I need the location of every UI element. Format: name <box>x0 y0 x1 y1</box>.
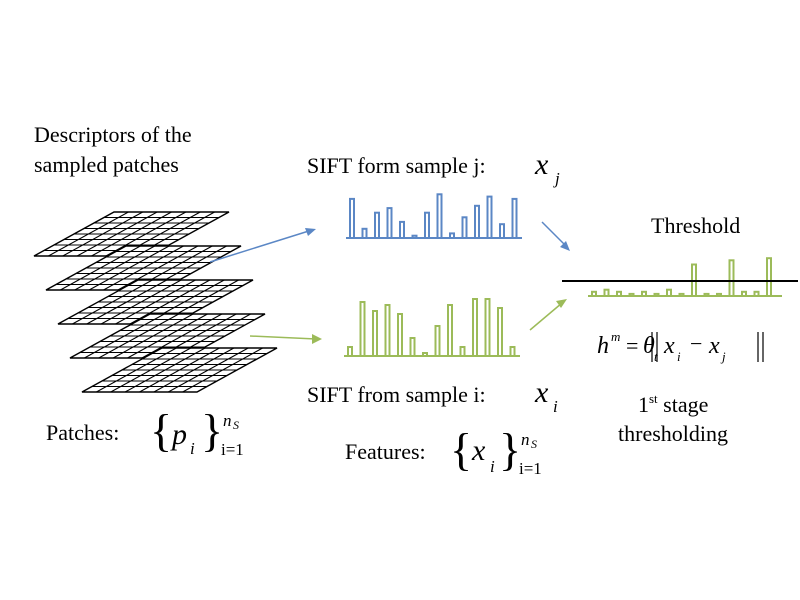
blue-histogram-bar <box>486 195 493 240</box>
green-histogram-bar <box>384 304 391 357</box>
sift-j-subscript: j <box>555 169 560 188</box>
green-histogram-bar <box>397 313 403 357</box>
threshold-histogram-bar <box>653 292 660 297</box>
thresholding-label: thresholding <box>618 421 728 446</box>
threshold-histogram-bar <box>616 290 622 297</box>
patches-left-brace: { <box>150 405 173 456</box>
blue-histogram-bar <box>449 232 455 239</box>
stage-word: stage <box>663 392 709 417</box>
features-upper-n: n <box>521 430 530 449</box>
green-histogram-bar <box>472 298 478 357</box>
patches-p-subscript: i <box>190 439 195 458</box>
formula-x-i: x <box>664 333 675 359</box>
blue-histogram-bar <box>361 227 368 240</box>
green-histogram <box>344 298 520 357</box>
features-left-brace: { <box>450 424 473 475</box>
threshold-histogram-bar <box>678 292 685 297</box>
threshold-label: Threshold <box>651 213 741 238</box>
green-histogram-bar <box>484 298 491 357</box>
sift-j-x: x <box>535 148 549 181</box>
threshold-histogram-bar <box>603 288 610 298</box>
threshold-histogram-bar <box>728 259 735 297</box>
green-histogram-bar <box>347 346 353 357</box>
patches-label: Patches: <box>46 420 120 445</box>
sift-i-subscript: i <box>553 397 558 416</box>
blue-histogram-bar <box>499 223 505 239</box>
arrow-grid-to-blue <box>209 228 316 263</box>
blue-histogram-bar <box>436 193 443 240</box>
threshold-histogram-bar <box>641 290 647 297</box>
formula-i: i <box>677 349 681 364</box>
green-histogram-bar <box>459 346 466 357</box>
features-x-subscript: i <box>490 457 495 476</box>
green-histogram-bar <box>359 301 366 357</box>
blue-histogram <box>346 193 522 240</box>
threshold-histogram-bar <box>753 290 760 297</box>
blue-histogram-bar <box>474 204 480 240</box>
features-upper-S: S <box>531 437 537 451</box>
patches-upper-S: S <box>233 418 239 432</box>
patches-right-brace: } <box>201 405 224 456</box>
formula-minus: − <box>690 331 703 356</box>
blue-histogram-bar <box>461 216 468 240</box>
sift-j-label: SIFT form sample j: <box>307 153 486 178</box>
features-label: Features: <box>345 439 426 464</box>
threshold-histogram-bar <box>591 290 597 297</box>
arrow-green-to-threshold <box>529 299 567 331</box>
formula-x-j: x <box>709 333 720 359</box>
stage-label: 1st stage <box>638 392 708 416</box>
green-histogram-bar <box>422 352 428 357</box>
green-histogram-bar <box>447 304 453 357</box>
patches-upper-n: n <box>223 411 232 430</box>
features-x: x <box>472 434 486 467</box>
formula-m: m <box>611 329 621 344</box>
formula-theta: θ <box>643 333 655 359</box>
formula-j: j <box>722 349 726 364</box>
threshold-histogram <box>588 257 782 298</box>
blue-histogram-bar <box>349 197 355 239</box>
descriptors-label-line2: sampled patches <box>34 152 179 177</box>
green-histogram-bar <box>409 337 416 357</box>
sift-i-x: x <box>535 376 549 409</box>
threshold-histogram-bar <box>716 292 722 297</box>
blue-histogram-bar <box>374 211 380 239</box>
threshold-histogram-bar <box>766 257 772 298</box>
blue-histogram-bar <box>411 234 418 239</box>
formula-eq: = <box>626 333 639 358</box>
arrow-blue-to-threshold <box>541 221 570 251</box>
patches-lower-limit: i=1 <box>221 440 244 459</box>
patch-grid-stack <box>33 211 278 393</box>
formula-h: h <box>597 333 609 359</box>
sift-i-label: SIFT from sample i: <box>307 382 486 407</box>
blue-histogram-bar <box>424 211 430 239</box>
threshold-histogram-bar <box>703 292 710 297</box>
stage-superscript: st <box>649 391 658 406</box>
threshold-histogram-bar <box>741 290 747 297</box>
green-histogram-bar <box>372 310 378 357</box>
green-histogram-bar <box>434 325 441 357</box>
green-histogram-bar <box>509 346 516 357</box>
features-right-brace: } <box>499 424 522 475</box>
patches-p: p <box>172 418 187 451</box>
threshold-histogram-bar <box>666 288 672 298</box>
threshold-histogram-bar <box>628 292 635 297</box>
formula-t: t <box>654 349 658 364</box>
descriptors-label-line1: Descriptors of the <box>34 122 192 147</box>
stage-number: 1 <box>638 392 649 417</box>
blue-histogram-bar <box>511 197 518 239</box>
features-lower-limit: i=1 <box>519 459 542 478</box>
blue-histogram-bar <box>386 207 393 240</box>
green-histogram-bar <box>497 307 503 357</box>
arrow-grid-to-green <box>249 334 322 344</box>
blue-histogram-bar <box>399 220 405 239</box>
